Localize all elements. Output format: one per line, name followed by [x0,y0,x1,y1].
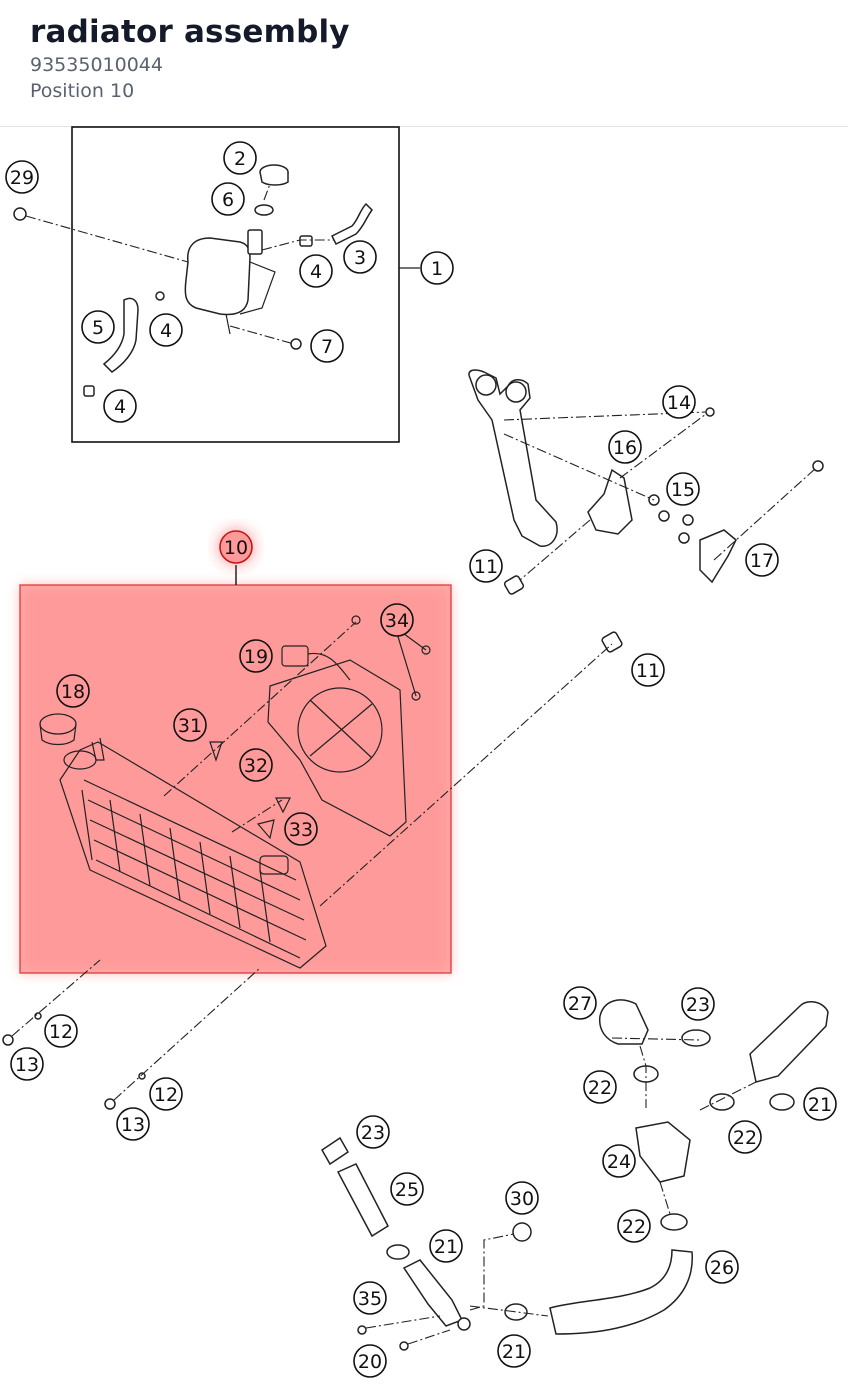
callout-21[interactable]: 21 [497,1334,531,1368]
callout-34[interactable]: 34 [380,603,414,637]
svg-text:21: 21 [502,1341,526,1363]
callout-27[interactable]: 27 [563,986,597,1020]
callout-1[interactable]: 1 [420,251,454,285]
svg-text:4: 4 [114,396,126,418]
svg-text:2: 2 [234,148,246,170]
callout-19[interactable]: 19 [239,639,273,673]
callout-26[interactable]: 26 [705,1250,739,1284]
svg-text:7: 7 [321,336,333,358]
callout-13[interactable]: 13 [116,1107,150,1141]
svg-text:12: 12 [49,1021,73,1043]
svg-text:34: 34 [385,610,409,632]
svg-text:22: 22 [622,1216,646,1238]
callout-21[interactable]: 21 [429,1229,463,1263]
svg-text:29: 29 [10,167,34,189]
callout-6[interactable]: 6 [211,182,245,216]
callout-23[interactable]: 23 [356,1115,390,1149]
svg-text:4: 4 [160,320,172,342]
callout-18[interactable]: 18 [56,674,90,708]
svg-text:32: 32 [244,755,268,777]
svg-text:4: 4 [310,261,322,283]
callout-30[interactable]: 30 [505,1181,539,1215]
svg-text:1: 1 [431,258,443,280]
callout-22[interactable]: 22 [728,1120,762,1154]
callout-10-highlighted[interactable]: 10 [216,527,256,567]
callout-11[interactable]: 11 [469,549,503,583]
header: radiator assembly 93535010044 Position 1… [0,0,848,127]
svg-text:11: 11 [474,556,498,578]
callout-15[interactable]: 15 [666,472,700,506]
coolant-hoses-group[interactable] [321,999,829,1351]
callout-22[interactable]: 22 [617,1209,651,1243]
position-label: Position 10 [30,80,135,102]
svg-text:16: 16 [613,437,637,459]
part-number: 93535010044 [30,54,163,76]
callout-14[interactable]: 14 [662,385,696,419]
svg-text:12: 12 [154,1084,178,1106]
tank-cap-icon [259,164,289,186]
svg-text:21: 21 [808,1094,832,1116]
svg-text:22: 22 [588,1077,612,1099]
svg-text:22: 22 [733,1127,757,1149]
radiator-highlight-group[interactable] [19,565,613,974]
svg-text:10: 10 [224,537,248,559]
svg-text:23: 23 [361,1122,385,1144]
callout-16[interactable]: 16 [608,430,642,464]
svg-text:13: 13 [15,1054,39,1076]
svg-text:26: 26 [710,1257,734,1279]
svg-text:13: 13 [121,1114,145,1136]
callout-4[interactable]: 4 [149,313,183,347]
svg-text:6: 6 [222,189,234,211]
callout-22[interactable]: 22 [583,1070,617,1104]
callout-7[interactable]: 7 [310,329,344,363]
callout-11[interactable]: 11 [631,653,665,687]
svg-text:11: 11 [636,660,660,682]
expansion-tank-group[interactable] [13,126,420,443]
svg-text:35: 35 [358,1288,382,1310]
svg-text:19: 19 [244,646,268,668]
svg-text:3: 3 [354,247,366,269]
seal-ring-icon [254,204,274,216]
callout-23[interactable]: 23 [681,987,715,1021]
svg-text:14: 14 [667,392,691,414]
svg-text:17: 17 [750,550,774,572]
svg-text:21: 21 [434,1236,458,1258]
callout-33[interactable]: 33 [284,812,318,846]
callout-12[interactable]: 12 [149,1077,183,1111]
svg-text:25: 25 [395,1179,419,1201]
callout-35[interactable]: 35 [353,1281,387,1315]
svg-text:15: 15 [671,479,695,501]
svg-text:20: 20 [358,1351,382,1373]
callout-4[interactable]: 4 [103,389,137,423]
callout-20[interactable]: 20 [353,1344,387,1378]
svg-text:23: 23 [686,994,710,1016]
svg-text:31: 31 [178,715,202,737]
svg-text:24: 24 [607,1151,631,1173]
callout-31[interactable]: 31 [173,708,207,742]
callout-2[interactable]: 2 [223,141,257,175]
callout-17[interactable]: 17 [745,543,779,577]
radiator-mount-bolts[interactable] [2,959,261,1110]
callout-21[interactable]: 21 [803,1087,837,1121]
callout-12[interactable]: 12 [44,1014,78,1048]
callout-24[interactable]: 24 [602,1144,636,1178]
callout-4[interactable]: 4 [299,254,333,288]
bracket-assembly[interactable] [468,369,824,653]
svg-text:18: 18 [61,681,85,703]
svg-text:33: 33 [289,819,313,841]
svg-text:5: 5 [92,317,104,339]
svg-text:27: 27 [568,993,592,1015]
callout-3[interactable]: 3 [343,240,377,274]
callout-13[interactable]: 13 [10,1047,44,1081]
callout-32[interactable]: 32 [239,748,273,782]
page-title: radiator assembly [30,14,350,50]
svg-text:30: 30 [510,1188,534,1210]
callout-5[interactable]: 5 [81,310,115,344]
callout-25[interactable]: 25 [390,1172,424,1206]
callout-29[interactable]: 29 [5,160,39,194]
